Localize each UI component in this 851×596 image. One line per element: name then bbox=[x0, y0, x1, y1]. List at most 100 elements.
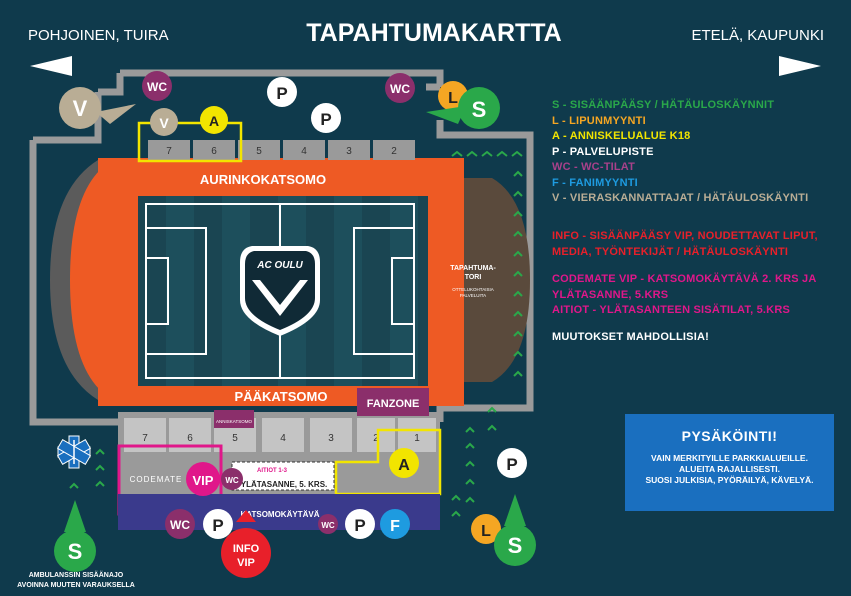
info-note: MEDIA, TYÖNTEKIJÄT / HÄTÄULOSKÄYNTI bbox=[552, 245, 789, 258]
legend-item-tickets: L - LIPUNMYYNTI bbox=[552, 114, 646, 127]
visitors-pin-large: V bbox=[59, 87, 136, 129]
top-sections bbox=[148, 140, 415, 160]
north-stand-label: AURINKOKATSOMO bbox=[200, 172, 326, 187]
west-stand-inner bbox=[70, 170, 100, 390]
vip-note: YLÄTASANNE, 5.KRS bbox=[552, 288, 669, 301]
tori-title-2: TORI bbox=[465, 274, 482, 281]
entrance-pin-south-east: S bbox=[494, 494, 536, 566]
bottom-section-label: 7 bbox=[142, 433, 148, 444]
svg-text:WC: WC bbox=[170, 518, 190, 532]
vip-note: CODEMATE VIP - KATSOMOKÄYTÄVÄ 2. KRS JA bbox=[552, 273, 817, 285]
svg-text:WC: WC bbox=[225, 476, 239, 485]
visitors-marker: V bbox=[150, 108, 178, 136]
ac-oulu-logo bbox=[240, 246, 320, 336]
page-title: TAPAHTUMAKARTTA bbox=[306, 19, 562, 47]
svg-text:L: L bbox=[481, 523, 491, 540]
fan-shop-marker: F bbox=[380, 509, 410, 539]
parking-info-box: PYSÄKÖINTI! VAIN MERKITYILLE PARKKIALUEI… bbox=[625, 414, 834, 511]
service-point-marker: P bbox=[203, 509, 233, 539]
bottom-section-label: 2 bbox=[373, 433, 379, 444]
legend-item-visitors: V - VIERASKANNATTAJAT / HÄTÄULOSKÄYNTI bbox=[552, 192, 809, 204]
service-point-marker: P bbox=[267, 77, 297, 107]
beer-area-north bbox=[137, 121, 243, 163]
svg-text:P: P bbox=[354, 516, 365, 535]
info-notes-red: INFO - SISÄÄNPÄÄSY VIP, NOUDETTAVAT LIPU… bbox=[552, 229, 842, 260]
svg-text:P: P bbox=[506, 455, 517, 474]
ticket-sales-marker: L bbox=[471, 514, 501, 544]
parking-line: VAIN MERKITYILLE PARKKIALUEILLE. bbox=[651, 453, 808, 463]
svg-text:S: S bbox=[68, 539, 83, 564]
anniskelu-badge-text: ANNISKATSOMO bbox=[216, 419, 252, 424]
bottom-section-label: 6 bbox=[187, 433, 193, 444]
bottom-section-label: 5 bbox=[232, 433, 238, 444]
svg-text:VIP: VIP bbox=[237, 557, 255, 569]
north-direction-label: POHJOINEN, TUIRA bbox=[28, 27, 169, 44]
svg-text:A: A bbox=[209, 113, 219, 129]
entry-route-west bbox=[69, 448, 105, 489]
svg-text:S: S bbox=[472, 97, 487, 122]
fanzone-label: FANZONE bbox=[367, 398, 420, 410]
legend-item-service: P - PALVELUPISTE bbox=[552, 145, 654, 158]
legend-item-beer-area: A - ANNISKELUALUE K18 bbox=[552, 130, 691, 142]
aitiot-note: AITIOT - YLÄTASANTEEN SISÄTILAT, 5.KRS bbox=[552, 304, 790, 316]
service-point-marker: P bbox=[497, 448, 527, 478]
wc-marker: WC bbox=[165, 509, 195, 539]
svg-text:V: V bbox=[159, 115, 169, 131]
top-section-label: 4 bbox=[301, 146, 307, 157]
svg-text:S: S bbox=[508, 533, 523, 558]
top-section-label: 2 bbox=[391, 146, 397, 157]
bottom-section-label: 4 bbox=[280, 433, 286, 444]
aitiot-area bbox=[231, 461, 335, 491]
svg-text:F: F bbox=[390, 518, 400, 535]
svg-text:WC: WC bbox=[390, 82, 410, 96]
map-legend: S - SISÄÄNPÄÄSY / HÄTÄULOSKÄYNNIT L - LI… bbox=[552, 98, 842, 207]
ylatasanne-label: YLÄTASANNE, 5. KRS. bbox=[241, 480, 328, 489]
entrance-pin-south-west: S bbox=[54, 500, 96, 572]
service-point-marker: P bbox=[311, 103, 341, 133]
svg-text:A: A bbox=[398, 457, 410, 474]
entry-route-east bbox=[451, 150, 523, 517]
katsomokaytava-label: KATSOMOKÄYTÄVÄ bbox=[241, 510, 320, 519]
tori-title-1: TAPAHTUMA- bbox=[450, 265, 496, 272]
legend-item-fanshop: F - FANIMYYNTI bbox=[552, 176, 638, 189]
arrow-right-icon bbox=[779, 56, 821, 76]
wc-marker: WC bbox=[318, 514, 338, 534]
vip-marker: VIP bbox=[186, 462, 220, 496]
svg-text:WC: WC bbox=[321, 521, 335, 530]
tori-sub-2: PALVELUITA bbox=[460, 293, 486, 298]
legend-item-wc: WC - WC-TILAT bbox=[552, 161, 636, 173]
beer-marker-south: A bbox=[389, 448, 419, 478]
ambulance-label-2: AVOINNA MUUTEN VARAUKSELLA bbox=[17, 582, 135, 589]
tori-sub-1: OTTELUKOHTAISIA bbox=[452, 287, 493, 292]
svg-text:V: V bbox=[73, 96, 88, 121]
info-vip-pin: INFO VIP bbox=[221, 510, 271, 578]
info-note: INFO - SISÄÄNPÄÄSY VIP, NOUDETTAVAT LIPU… bbox=[552, 230, 818, 242]
parking-title: PYSÄKÖINTI! bbox=[681, 428, 778, 444]
bottom-sections bbox=[124, 418, 436, 452]
perimeter-fence-east bbox=[436, 120, 534, 422]
top-section-label: 7 bbox=[166, 146, 172, 157]
top-section-label: 5 bbox=[256, 146, 262, 157]
beer-marker-north: A bbox=[200, 106, 228, 134]
svg-text:WC: WC bbox=[147, 80, 167, 94]
wc-marker: WC bbox=[221, 468, 243, 490]
svg-text:P: P bbox=[320, 110, 331, 129]
club-logo-text: AC OULU bbox=[256, 260, 303, 271]
changes-note-text: MUUTOKSET MAHDOLLISIA! bbox=[552, 331, 709, 343]
south-direction-label: ETELÄ, KAUPUNKI bbox=[691, 27, 824, 44]
legend-item-entrance: S - SISÄÄNPÄÄSY / HÄTÄULOSKÄYNNIT bbox=[552, 99, 775, 111]
service-point-marker: P bbox=[345, 509, 375, 539]
arrow-left-icon bbox=[30, 56, 72, 76]
ambulance-label-1: AMBULANSSIN SISÄÄNAJO bbox=[29, 571, 124, 579]
entrance-pin-north: S bbox=[426, 87, 500, 129]
bottom-section-label: 1 bbox=[414, 433, 420, 444]
parking-line: ALUEITA RAJALLISESTI. bbox=[678, 464, 781, 474]
anniskelu-badge bbox=[214, 410, 254, 428]
svg-text:P: P bbox=[212, 516, 223, 535]
info-notes-pink: CODEMATE VIP - KATSOMOKÄYTÄVÄ 2. KRS JA … bbox=[552, 272, 842, 319]
top-section-label: 6 bbox=[211, 146, 217, 157]
parking-line: SUOSI JULKISIA, PYÖRÄILYÄ, KÄVELYÄ. bbox=[645, 475, 814, 485]
svg-text:INFO: INFO bbox=[233, 543, 260, 555]
